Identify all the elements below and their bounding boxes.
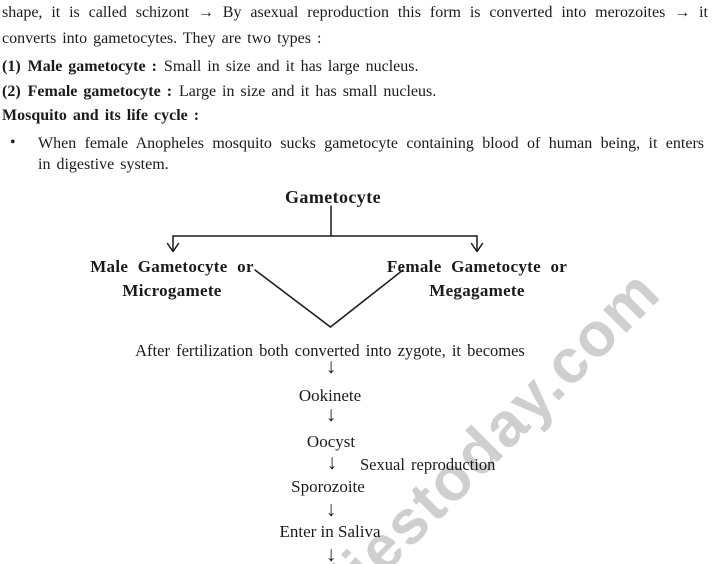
node-male-gametocyte: Male Gametocyte or Microgamete bbox=[90, 255, 254, 303]
list-number: (1) bbox=[2, 58, 21, 75]
down-arrow-icon: ↓ bbox=[326, 450, 338, 474]
node-female-gametocyte: Female Gametocyte or Megagamete bbox=[387, 255, 567, 303]
down-arrow-icon: ↓ bbox=[325, 354, 337, 378]
node-ookinete: Ookinete bbox=[298, 386, 362, 405]
section-heading: Mosquito and its life cycle : bbox=[2, 107, 200, 124]
intro-line-2: converts into gametocytes. They are two … bbox=[2, 30, 322, 47]
fertilization-note: After fertilization both converted into … bbox=[135, 341, 525, 360]
node-male-line-1: Male Gametocyte or bbox=[90, 257, 254, 276]
node-sporozoite: Sporozoite bbox=[291, 477, 365, 496]
list-item-female: (2) Female gametocyte : Large in size and … bbox=[2, 82, 436, 101]
left-branch-arrowhead bbox=[166, 242, 180, 253]
bullet-marker: • bbox=[10, 134, 16, 151]
down-arrow-icon: ↓ bbox=[325, 402, 337, 426]
bullet-line-1: When female Anopheles mosquito sucks gam… bbox=[38, 135, 704, 152]
fusion-v-lines bbox=[254, 269, 404, 328]
list-number: (2) bbox=[2, 83, 21, 100]
node-oocyst: Oocyst bbox=[306, 432, 356, 451]
node-male-line-2: Microgamete bbox=[122, 281, 222, 300]
intro-line-1: shape, it is called schizont → By asexua… bbox=[2, 4, 708, 21]
list-desc: Large in size and it has small nucleus. bbox=[179, 83, 437, 100]
list-desc: Small in size and it has large nucleus. bbox=[163, 58, 419, 75]
node-female-line-1: Female Gametocyte or bbox=[386, 257, 568, 276]
down-arrow-icon: ↓ bbox=[325, 497, 337, 521]
node-enter-in-saliva: Enter in Saliva bbox=[279, 522, 381, 541]
list-term: Female gametocyte : bbox=[27, 83, 173, 100]
bullet-line-2: in digestive system. bbox=[38, 156, 169, 173]
list-item-male: (1) Male gametocyte : Small in size and it… bbox=[2, 57, 418, 76]
node-female-line-2: Megagamete bbox=[429, 281, 525, 300]
node-gametocyte: Gametocyte bbox=[285, 187, 381, 207]
sexual-reproduction-note: Sexual reproduction bbox=[360, 455, 496, 474]
down-arrow-icon: ↓ bbox=[325, 542, 337, 564]
right-branch-arrowhead bbox=[470, 242, 484, 253]
list-term: Male gametocyte : bbox=[27, 58, 157, 75]
